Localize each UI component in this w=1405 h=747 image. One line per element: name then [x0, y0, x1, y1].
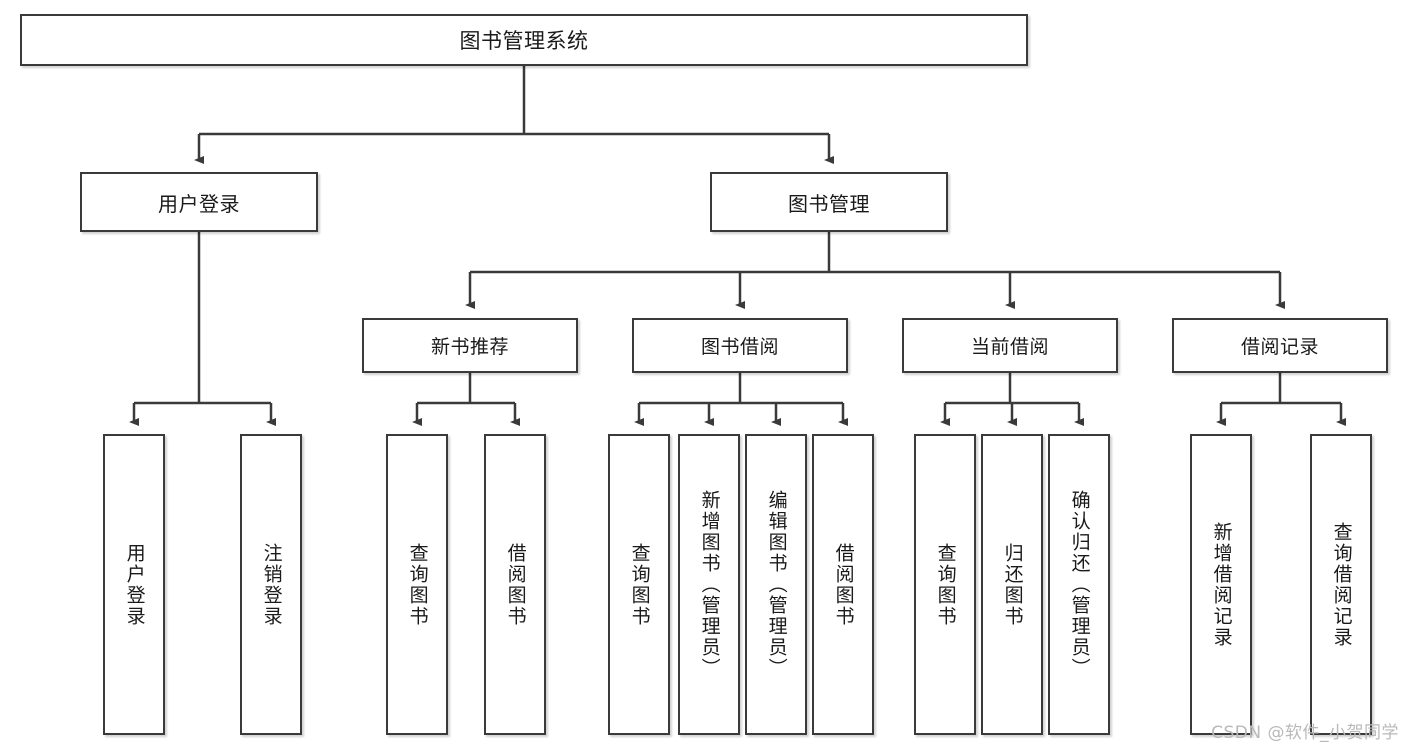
- node-new-book-recommend-label: 新书推荐: [430, 336, 509, 358]
- leaf-confirm-return-admin-label: 确认归还（管理员）: [1068, 490, 1091, 679]
- leaf-add-borrow-record[interactable]: 新增借阅记录: [1190, 434, 1252, 735]
- leaf-query-book[interactable]: 查询图书: [608, 434, 670, 735]
- leaf-user-logout[interactable]: 注销登录: [240, 434, 302, 735]
- node-book-borrow[interactable]: 图书借阅: [632, 318, 848, 373]
- leaf-borrow-book-recommend-label: 借阅图书: [504, 542, 527, 627]
- leaf-borrow-book-label: 借阅图书: [832, 542, 855, 627]
- leaf-query-borrow-record[interactable]: 查询借阅记录: [1310, 434, 1372, 735]
- leaf-user-login-label: 用户登录: [123, 542, 146, 627]
- node-root-label: 图书管理系统: [459, 29, 589, 53]
- leaf-query-book-current[interactable]: 查询图书: [914, 434, 976, 735]
- node-book-management[interactable]: 图书管理: [710, 172, 948, 232]
- leaf-add-book-admin[interactable]: 新增图书（管理员）: [678, 434, 740, 735]
- node-current-borrow[interactable]: 当前借阅: [902, 318, 1118, 373]
- leaf-query-book-recommend-label: 查询图书: [406, 542, 429, 627]
- leaf-query-book-current-label: 查询图书: [934, 542, 957, 627]
- node-book-management-label: 图书管理: [788, 191, 870, 216]
- node-borrow-records-label: 借阅记录: [1240, 336, 1319, 358]
- node-book-borrow-label: 图书借阅: [700, 336, 779, 358]
- leaf-user-logout-label: 注销登录: [260, 542, 283, 627]
- node-user-login[interactable]: 用户登录: [80, 172, 318, 232]
- leaf-add-book-admin-label: 新增图书（管理员）: [698, 490, 721, 679]
- leaf-borrow-book[interactable]: 借阅图书: [812, 434, 874, 735]
- leaf-edit-book-admin-label: 编辑图书（管理员）: [765, 490, 788, 679]
- leaf-query-book-label: 查询图书: [628, 542, 651, 627]
- node-borrow-records[interactable]: 借阅记录: [1172, 318, 1388, 373]
- node-current-borrow-label: 当前借阅: [970, 336, 1049, 358]
- leaf-return-book[interactable]: 归还图书: [981, 434, 1043, 735]
- leaf-return-book-label: 归还图书: [1001, 542, 1024, 627]
- leaf-confirm-return-admin[interactable]: 确认归还（管理员）: [1048, 434, 1110, 735]
- leaf-add-borrow-record-label: 新增借阅记录: [1210, 521, 1233, 648]
- leaf-query-book-recommend[interactable]: 查询图书: [386, 434, 448, 735]
- leaf-edit-book-admin[interactable]: 编辑图书（管理员）: [745, 434, 807, 735]
- leaf-user-login[interactable]: 用户登录: [103, 434, 165, 735]
- leaf-query-borrow-record-label: 查询借阅记录: [1330, 521, 1353, 648]
- node-root[interactable]: 图书管理系统: [20, 14, 1028, 66]
- node-user-login-label: 用户登录: [158, 191, 240, 216]
- watermark-text: CSDN @软件_小贺同学: [1211, 723, 1399, 743]
- node-new-book-recommend[interactable]: 新书推荐: [362, 318, 578, 373]
- leaf-borrow-book-recommend[interactable]: 借阅图书: [484, 434, 546, 735]
